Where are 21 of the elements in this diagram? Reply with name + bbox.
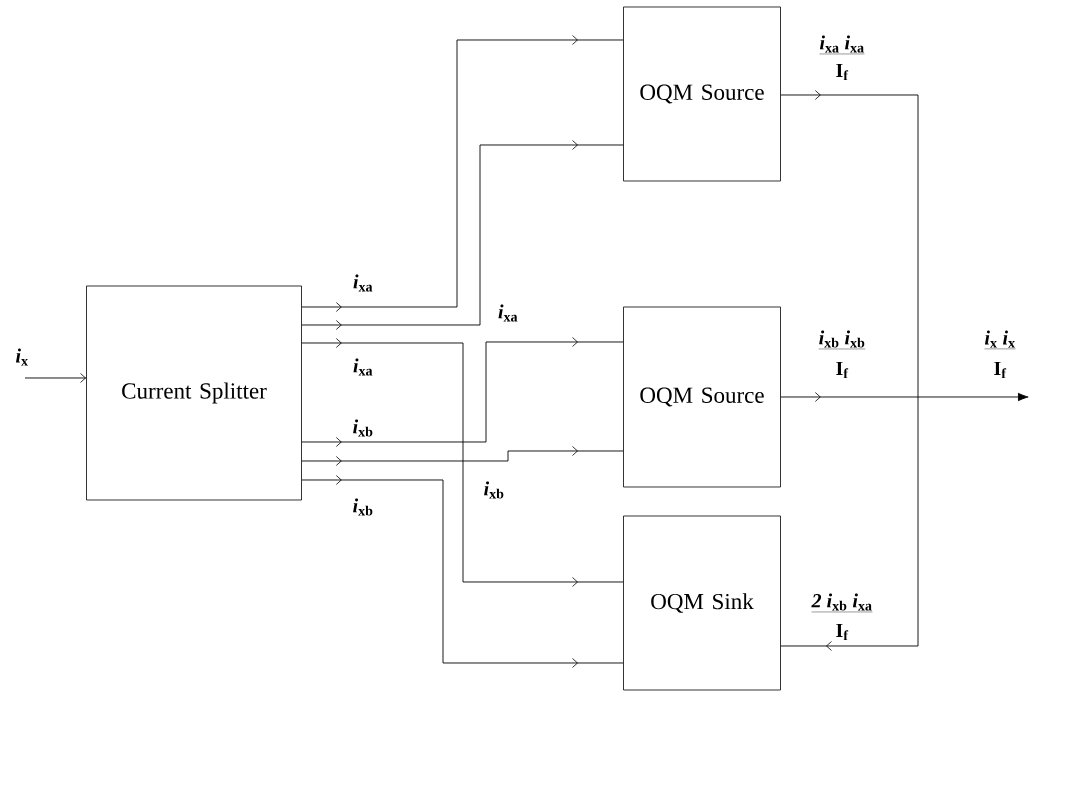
formula-label: 2 i$_{xb}$ i$_{xa}$ xyxy=(811,593,873,613)
formula-label: I$_{f}$ xyxy=(994,361,1007,379)
arrow xyxy=(780,392,1029,402)
formula-label: I$_{f}$ xyxy=(836,361,849,379)
formula-label: i$_{x}$ i$_{x}$ xyxy=(984,330,1016,350)
edge-label: i$_{xb}$ i$_{xb}$ xyxy=(818,330,866,350)
process-box: OQM Sink xyxy=(623,515,781,691)
edge-label: i$_{xb}$ xyxy=(353,498,373,516)
edge-label: i$_{xb}$ xyxy=(353,419,373,437)
edge-label: i$_{xb}$ xyxy=(484,481,504,499)
edge-label: i$_{xa}$ xyxy=(353,358,373,376)
process-box: Current Splitter xyxy=(86,285,302,501)
process-box: OQM Source xyxy=(623,306,781,488)
edge-label: i$_{xa}$ xyxy=(353,274,373,292)
edge-label: i$_{xa}$ i$_{xa}$ xyxy=(819,35,865,55)
process-box: OQM Source xyxy=(623,6,781,182)
formula-label: I$_{f}$ xyxy=(836,63,849,81)
formula-label: I$_{f}$ xyxy=(836,623,849,641)
arrow xyxy=(24,373,87,383)
edge-label: i$_{xa}$ xyxy=(498,304,518,322)
edge-label: i$_{x}$ xyxy=(16,348,28,366)
